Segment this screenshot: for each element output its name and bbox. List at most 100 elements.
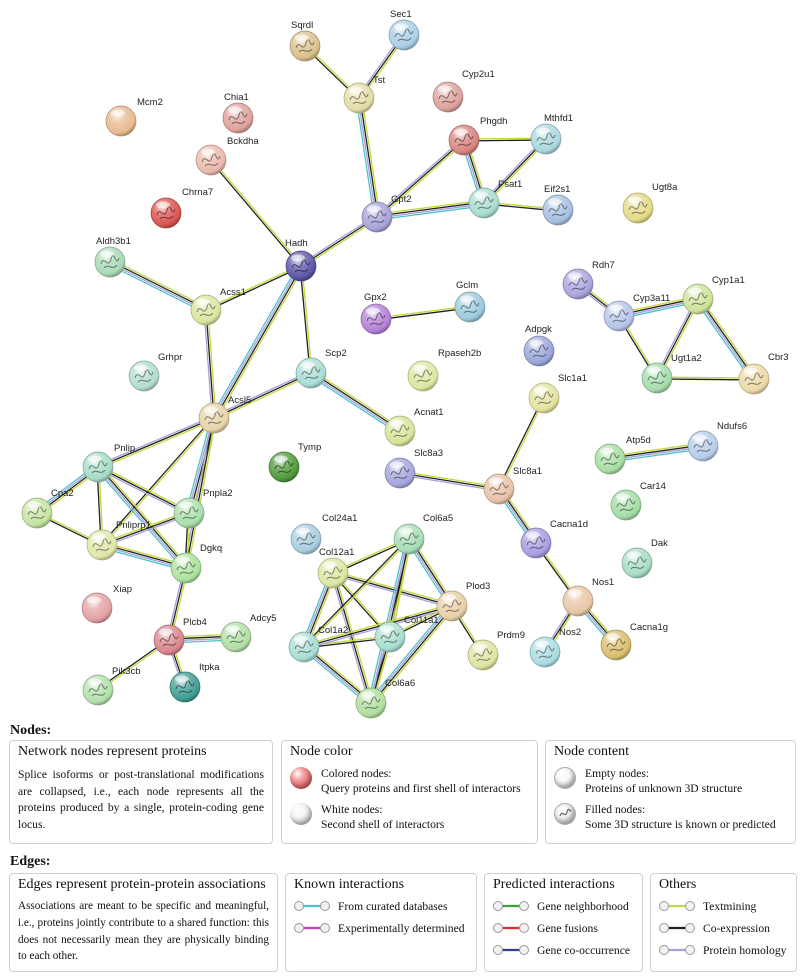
edge-scp2-acsl5[interactable] [212, 370, 313, 421]
node-tst[interactable]: Tst [343, 75, 386, 114]
node-cbr3[interactable]: Cbr3 [738, 352, 789, 395]
edge-acss1-hadh[interactable] [205, 264, 302, 312]
protein-structure-icon [294, 640, 314, 654]
node-cacna1g[interactable]: Cacna1g [600, 622, 668, 661]
node-psat1[interactable]: Psat1 [468, 179, 522, 219]
edge-phgdh-gpt2[interactable] [375, 138, 466, 219]
edge-aldh3b1-acss1[interactable] [108, 258, 208, 314]
node-sec1[interactable]: Sec1 [388, 9, 420, 51]
node-mthfd1[interactable]: Mthfd1 [530, 113, 573, 155]
edge-plod3-col6a6[interactable] [368, 603, 455, 706]
edge-scp2-acnat1[interactable] [309, 370, 402, 434]
edge-slc8a3-slc8a1[interactable] [399, 470, 500, 492]
node-gpx2[interactable]: Gpx2 [360, 292, 392, 335]
node-gpt2[interactable]: Gpt2 [361, 194, 412, 233]
node-acss1[interactable]: Acss1 [190, 287, 246, 326]
node-slc8a3[interactable]: Slc8a3 [384, 448, 443, 489]
node-rpaseh2b[interactable]: Rpaseh2b [407, 348, 481, 392]
node-ugt8a[interactable]: Ugt8a [622, 182, 678, 224]
edge-bckdha-hadh[interactable] [209, 158, 303, 268]
node-adpgk[interactable]: Adpgk [523, 324, 555, 367]
edge-pnlip-pnpla2[interactable] [96, 464, 191, 516]
node-dgkq[interactable]: Dgkq [170, 543, 222, 584]
node-highlight [296, 527, 310, 535]
edge-acss1-acsl5[interactable] [203, 309, 217, 419]
edge-line [657, 376, 755, 379]
edge-pnliprp1-pnpla2[interactable] [101, 510, 190, 548]
protein-structure-icon [196, 303, 216, 317]
node-car14[interactable]: Car14 [610, 481, 666, 521]
edge-ugt1a2-cbr3[interactable] [656, 376, 755, 381]
node-grhpr[interactable]: Grhpr [128, 352, 182, 392]
node-ugt1a2[interactable]: Ugt1a2 [641, 353, 702, 394]
node-cacna1d[interactable]: Cacna1d [520, 519, 588, 559]
node-cpa2[interactable]: Cpa2 [21, 488, 74, 529]
node-ndufs6[interactable]: Ndufs6 [687, 421, 747, 462]
edge-gpx2-gclm[interactable] [375, 305, 471, 321]
node-slc1a1[interactable]: Slc1a1 [528, 373, 587, 414]
node-adcy5[interactable]: Adcy5 [220, 613, 276, 653]
node-sqrdl[interactable]: Sqrdl [289, 20, 321, 62]
node-label: Pnliprp1 [116, 520, 151, 531]
edge-col12a1-col6a6[interactable] [330, 572, 374, 704]
node-col11a1[interactable]: Col11a1 [374, 615, 439, 653]
node-label: Pnlip [114, 443, 135, 454]
node-col6a6[interactable]: Col6a6 [355, 678, 415, 719]
node-acnat1[interactable]: Acnat1 [384, 407, 444, 447]
node-highlight [438, 85, 452, 93]
node-nos1[interactable]: Nos1 [562, 577, 614, 617]
edge-acsl5-pnliprp1[interactable] [100, 416, 216, 547]
node-acsl5[interactable]: Acsl5 [198, 395, 251, 434]
node-col12a1[interactable]: Col12a1 [317, 547, 354, 589]
node-atp5d[interactable]: Atp5d [594, 435, 651, 475]
node-cyp1a1[interactable]: Cyp1a1 [682, 275, 745, 315]
node-label: Rdh7 [592, 260, 615, 271]
edge-hadh-acsl5[interactable] [210, 264, 305, 420]
edge-slc1a1-slc8a1[interactable] [497, 397, 546, 490]
protein-structure-icon [27, 506, 47, 520]
edge-atp5d-ndufs6[interactable] [609, 442, 704, 463]
edge-line [299, 266, 311, 374]
node-bckdha[interactable]: Bckdha [195, 136, 259, 176]
node-tymp[interactable]: Tymp [268, 442, 321, 483]
node-scp2[interactable]: Scp2 [295, 348, 347, 389]
node-pnpla2[interactable]: Pnpla2 [173, 488, 233, 529]
node-itpka[interactable]: Itpka [169, 662, 220, 703]
edge-line [656, 378, 754, 381]
edge-col6a5-col1a2[interactable] [302, 537, 411, 649]
node-col24a1[interactable]: Col24a1 [290, 513, 357, 555]
node-mcm2[interactable]: Mcm2 [105, 97, 163, 137]
node-hadh[interactable]: Hadh [285, 238, 317, 282]
edge-gpt2-psat1[interactable] [376, 199, 485, 221]
node-chia1[interactable]: Chia1 [222, 92, 254, 134]
node-slc8a1[interactable]: Slc8a1 [483, 466, 542, 505]
node-plod3[interactable]: Plod3 [436, 581, 490, 622]
node-col6a5[interactable]: Col6a5 [393, 513, 453, 555]
gene-cooccurrence-edge-icon [493, 945, 529, 955]
edge-cyp1a1-cbr3[interactable] [695, 296, 757, 382]
node-xiap[interactable]: Xiap [81, 584, 132, 624]
edge-acsl5-pnlip[interactable] [97, 415, 215, 470]
node-cyp3a11[interactable]: Cyp3a11 [603, 293, 670, 332]
node-prdm9[interactable]: Prdm9 [467, 630, 525, 671]
node-gclm[interactable]: Gclm [454, 280, 486, 323]
node-rdh7[interactable]: Rdh7 [562, 260, 615, 300]
edge-pnlip-dgkq[interactable] [95, 464, 189, 571]
node-plcb4[interactable]: Plcb4 [153, 617, 207, 656]
node-dak[interactable]: Dak [621, 538, 668, 579]
edge-tst-gpt2[interactable] [355, 97, 381, 218]
node-phgdh[interactable]: Phgdh [448, 116, 507, 156]
edge-hadh-scp2[interactable] [299, 265, 313, 374]
edge-col12a1-plod3[interactable] [332, 570, 453, 609]
node-highlight [361, 691, 375, 699]
node-pnliprp1[interactable]: Pnliprp1 [86, 520, 151, 561]
node-pik3cb[interactable]: Pik3cb [82, 666, 141, 706]
node-aldh3b1[interactable]: Aldh3b1 [94, 236, 131, 278]
node-cyp2u1[interactable]: Cyp2u1 [432, 69, 495, 113]
node-col1a2[interactable]: Col1a2 [288, 625, 348, 663]
node-nos2[interactable]: Nos2 [529, 627, 581, 668]
node-chrna7[interactable]: Chrna7 [150, 187, 213, 229]
node-pnlip[interactable]: Pnlip [82, 443, 135, 483]
node-eif2s1[interactable]: Eif2s1 [542, 184, 574, 226]
edge-line [377, 203, 485, 219]
